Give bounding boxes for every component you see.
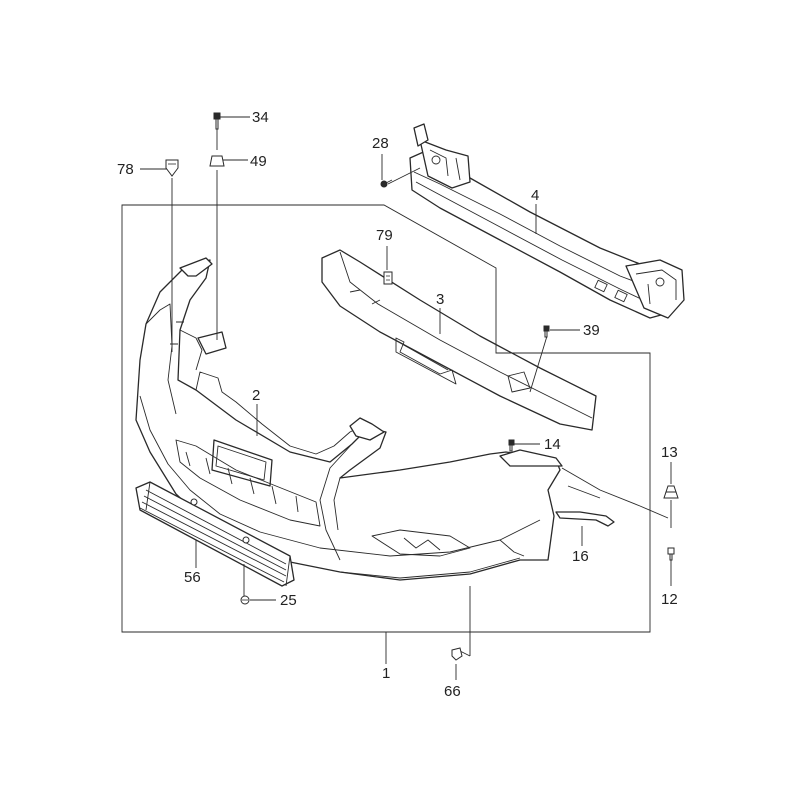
callout-13: 13	[661, 444, 678, 461]
callout-34: 34	[252, 109, 269, 126]
callout-25: 25	[280, 592, 297, 609]
callout-2: 2	[252, 387, 260, 404]
callout-56: 56	[184, 569, 201, 586]
part-2-bumper-cover	[135, 257, 563, 581]
callout-4: 4	[531, 187, 539, 204]
callout-12: 12	[661, 591, 678, 608]
part-4-reinforcement-beam	[409, 123, 685, 319]
clip-66	[451, 647, 463, 661]
callout-66: 66	[444, 683, 461, 700]
nut-13	[663, 485, 679, 499]
callout-1: 1	[382, 665, 390, 682]
hardware	[165, 112, 679, 661]
screw-14	[508, 439, 515, 452]
bolt-12	[667, 547, 675, 561]
callout-78: 78	[117, 161, 134, 178]
screw-25	[240, 595, 250, 605]
callout-labels: 34 49 78 28 4 79 3 39 2 14 13 16 56 12 2…	[117, 109, 678, 700]
bolt-34	[213, 112, 221, 130]
clip-78	[165, 159, 179, 177]
part-16-bracket	[555, 511, 615, 527]
callout-16: 16	[572, 548, 589, 565]
callout-3: 3	[436, 291, 444, 308]
callout-14: 14	[544, 436, 561, 453]
clip-49	[209, 155, 225, 167]
callout-28: 28	[372, 135, 389, 152]
screw-39	[543, 325, 550, 338]
screw-28	[380, 179, 393, 188]
callout-49: 49	[250, 153, 267, 170]
clip-79	[383, 271, 393, 285]
callout-39: 39	[583, 322, 600, 339]
part-56-lower-grille	[135, 481, 295, 587]
callout-79: 79	[376, 227, 393, 244]
part-3-energy-absorber	[321, 249, 597, 431]
assembly-frame	[121, 204, 651, 633]
